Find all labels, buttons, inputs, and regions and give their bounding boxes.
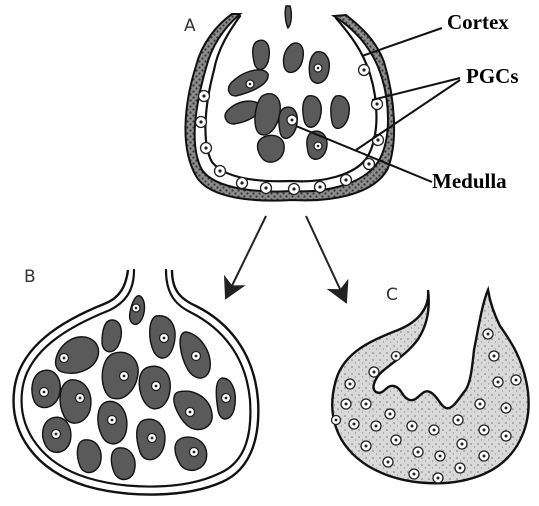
- panel-b-testis: B: [14, 267, 259, 495]
- arrow-to-panel-c: [306, 216, 346, 302]
- cortex-label: Cortex: [447, 10, 509, 34]
- arrow-to-panel-b: [226, 216, 266, 298]
- pgcs-label: PGCs: [466, 64, 519, 88]
- medulla-label: Medulla: [432, 169, 507, 193]
- panel-b-letter: B: [24, 267, 36, 287]
- panel-a-letter: A: [184, 16, 196, 36]
- panel-c-ovary: C: [332, 285, 529, 483]
- panel-c-letter: C: [386, 285, 398, 305]
- medulla-strands: [225, 6, 349, 162]
- panel-a-indifferent-gonad: A: [184, 6, 519, 201]
